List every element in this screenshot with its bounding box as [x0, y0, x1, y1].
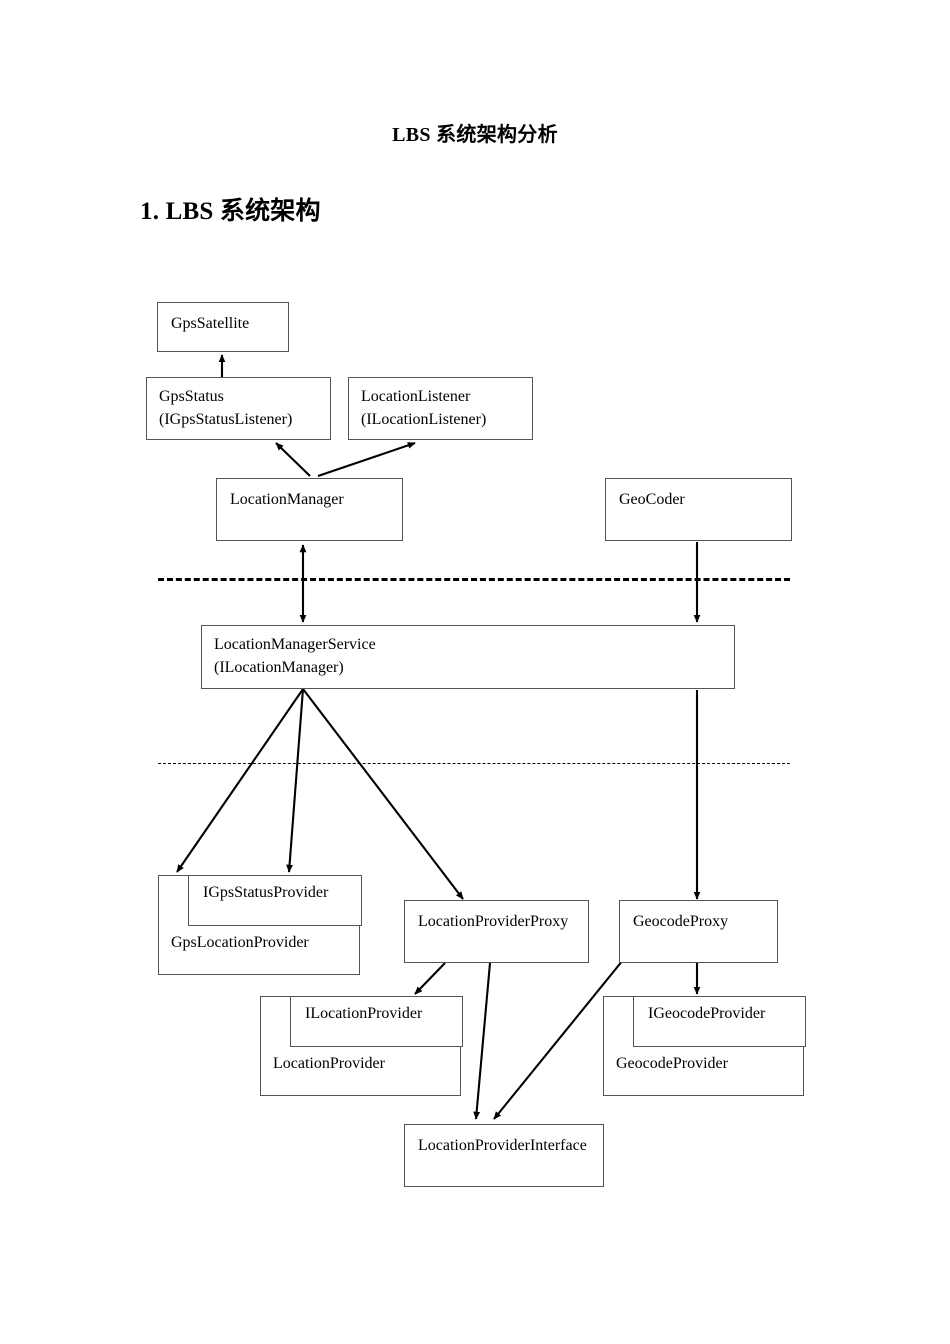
page-title: LBS 系统架构分析 [392, 124, 558, 146]
node-location-listener-sublabel: (ILocationListener) [361, 411, 487, 429]
section-heading-1: 1. LBS 系统架构 [140, 198, 321, 225]
node-location-manager-service-sublabel: (ILocationManager) [214, 659, 344, 677]
edge-lms-to-igpsstatusprovider [286, 688, 305, 873]
node-location-provider-interface: LocationProviderInterface [404, 1124, 604, 1187]
node-geocoder-label: GeoCoder [619, 491, 685, 508]
node-ilocation-provider-label: ILocationProvider [305, 1005, 423, 1022]
edge-locationmanager-to-locationlistener [317, 442, 416, 477]
node-igeocode-provider: IGeocodeProvider [633, 996, 806, 1047]
node-gps-location-provider: IGpsStatusProvider GpsLocationProvider [158, 875, 362, 975]
node-geocode-provider: IGeocodeProvider GeocodeProvider [603, 996, 806, 1096]
node-geocoder: GeoCoder [605, 478, 792, 541]
node-location-manager-service-label: LocationManagerService [214, 636, 376, 653]
node-gps-status-label: GpsStatus [159, 388, 224, 405]
node-geocode-proxy-label: GeocodeProxy [633, 913, 729, 930]
node-gps-status: GpsStatus (IGpsStatusListener) [146, 377, 331, 440]
separator-service-provider [158, 763, 790, 764]
node-ilocation-provider: ILocationProvider [290, 996, 463, 1047]
node-location-listener-label: LocationListener [361, 388, 471, 405]
node-geocode-provider-label: GeocodeProvider [616, 1055, 728, 1072]
separator-framework-service [158, 578, 790, 581]
node-location-manager: LocationManager [216, 478, 403, 541]
edge-lms-to-locationproviderproxy [302, 688, 464, 900]
edge-locationproviderproxy-to-locationproviderinterface [473, 962, 492, 1120]
node-location-listener: LocationListener (ILocationListener) [348, 377, 533, 440]
node-location-manager-label: LocationManager [230, 491, 344, 508]
node-location-manager-service: LocationManagerService (ILocationManager… [201, 625, 735, 689]
node-location-provider-proxy: LocationProviderProxy [404, 900, 589, 963]
edge-locationproviderproxy-to-locationprovider [414, 962, 446, 995]
node-location-provider: ILocationProvider LocationProvider [260, 996, 463, 1096]
edge-lms-to-gpslocationprovider [176, 688, 304, 873]
node-gps-status-sublabel: (IGpsStatusListener) [159, 411, 293, 429]
node-gps-satellite-label: GpsSatellite [171, 315, 250, 332]
node-geocode-proxy: GeocodeProxy [619, 900, 778, 963]
node-igps-status-provider-label: IGpsStatusProvider [203, 884, 329, 901]
node-igps-status-provider: IGpsStatusProvider [188, 875, 362, 926]
node-igeocode-provider-label: IGeocodeProvider [648, 1005, 766, 1022]
node-gps-location-provider-label: GpsLocationProvider [171, 934, 309, 951]
node-location-provider-interface-label: LocationProviderInterface [418, 1137, 587, 1154]
edge-locationmanager-to-gpsstatus [275, 442, 311, 477]
node-location-provider-proxy-label: LocationProviderProxy [418, 913, 569, 930]
node-location-provider-label: LocationProvider [273, 1055, 385, 1072]
node-gps-satellite: GpsSatellite [157, 302, 289, 352]
